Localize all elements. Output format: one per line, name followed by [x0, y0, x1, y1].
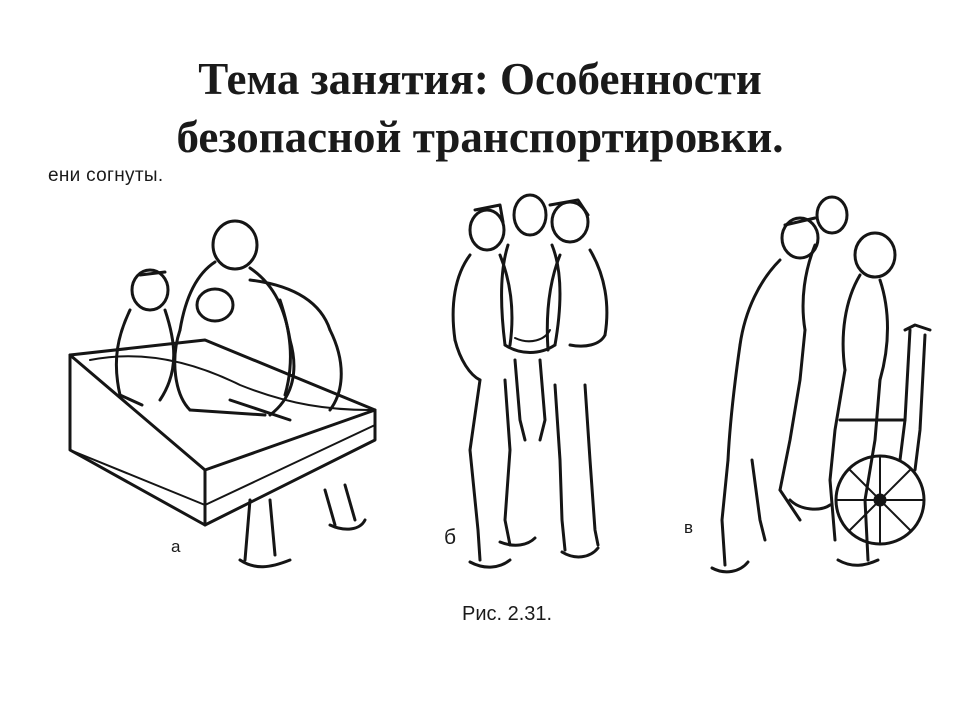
- slide-title: Тема занятия: Особенности безопасной тра…: [0, 50, 960, 166]
- panel-label-v: в: [684, 518, 694, 537]
- panel-c-wheelchair-transfer: [710, 195, 932, 574]
- title-line-2: безопасной транспортировки.: [176, 112, 784, 162]
- figure-top-caption: ени согнуты.: [48, 165, 164, 186]
- panel-label-b: б: [444, 526, 457, 549]
- panel-b-standing-support: [451, 193, 609, 569]
- panel-label-a: а: [171, 537, 181, 556]
- panel-a-bed-transfer: [68, 219, 377, 569]
- figure-caption: Рис. 2.31.: [462, 603, 553, 625]
- title-line-1: Тема занятия: Особенности: [198, 54, 762, 104]
